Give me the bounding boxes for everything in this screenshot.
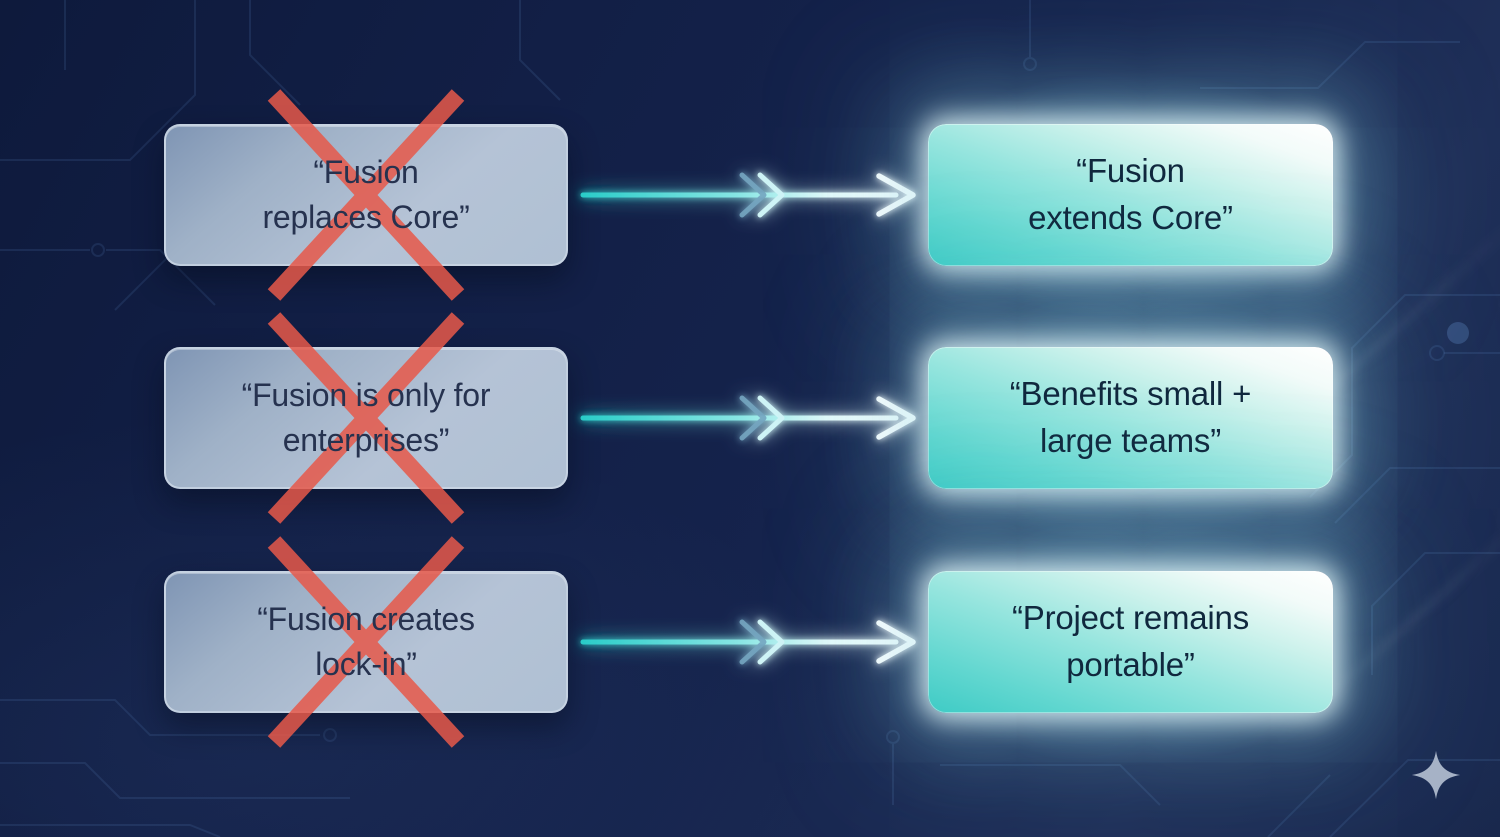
double-chevron-arrow-icon [580, 172, 916, 218]
double-chevron-arrow-icon [580, 619, 916, 665]
myth-box-1: “Fusion replaces Core” [164, 89, 568, 301]
double-chevron-arrow-icon [580, 395, 916, 441]
myth-text: “Fusion replaces Core” [262, 153, 470, 235]
myth-text: “Fusion is only for enterprises” [241, 376, 491, 458]
myth-text: “Fusion creates lock-in” [257, 600, 475, 682]
fact-box-1: “Fusion extends Core” [928, 124, 1333, 266]
myth-box-3: “Fusion creates lock-in” [164, 536, 568, 748]
comparison-row-2: “Fusion is only for enterprises” “Benefi… [0, 255, 1500, 581]
comparison-row-3: “Fusion creates lock-in” “Project remain… [0, 479, 1500, 805]
four-pointed-star-icon [1411, 750, 1461, 800]
fact-box-2: “Benefits small + large teams” [928, 347, 1333, 489]
fact-text: “Benefits small + large teams” [1009, 375, 1252, 459]
fact-text: “Project remains portable” [1011, 599, 1250, 683]
fact-text: “Fusion extends Core” [1028, 152, 1233, 236]
fact-box-3: “Project remains portable” [928, 571, 1333, 713]
comparison-row-1: “Fusion replaces Core” “Fusion extends C… [0, 32, 1500, 358]
myth-box-2: “Fusion is only for enterprises” [164, 312, 568, 524]
